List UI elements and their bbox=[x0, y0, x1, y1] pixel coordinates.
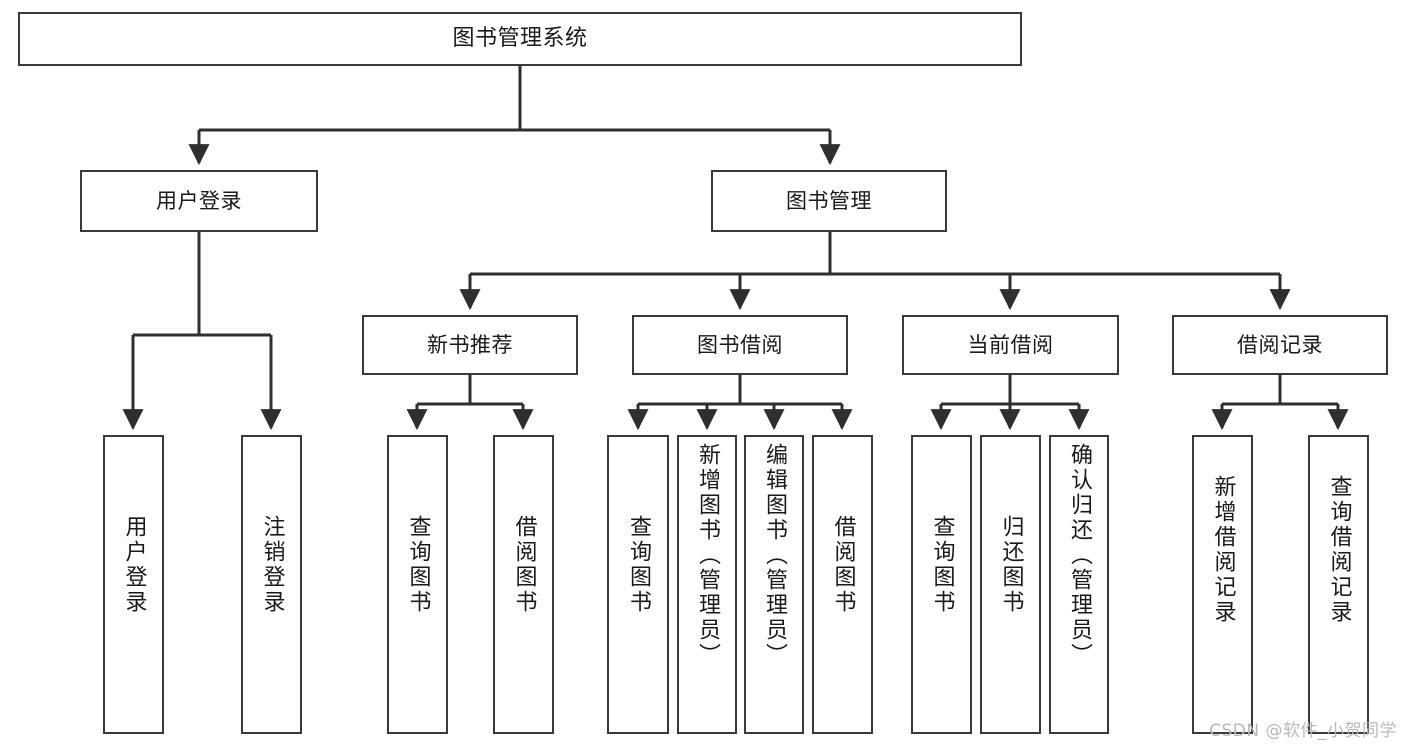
node-book-borrow[interactable]: 图书借阅 bbox=[632, 315, 848, 375]
leaf-return-book[interactable]: 归还图书 bbox=[980, 435, 1041, 734]
leaf-edit-book[interactable]: 编辑图书（管理员） bbox=[744, 435, 804, 734]
leaf-borrow-book-2-label: 借阅图书 bbox=[830, 515, 856, 615]
node-root-label: 图书管理系统 bbox=[452, 26, 588, 52]
leaf-borrow-book-2[interactable]: 借阅图书 bbox=[812, 435, 873, 734]
leaf-query-record-label: 查询借阅记录 bbox=[1326, 475, 1352, 625]
leaf-confirm-return-label: 确认归还（管理员） bbox=[1067, 443, 1092, 668]
leaf-query-book-2-label: 查询图书 bbox=[626, 515, 651, 615]
leaf-user-login[interactable]: 用户登录 bbox=[103, 435, 164, 734]
leaf-query-book-3-label: 查询图书 bbox=[929, 515, 955, 615]
node-current-borrow-label: 当前借阅 bbox=[967, 332, 1054, 357]
node-book-management-label: 图书管理 bbox=[786, 188, 872, 213]
node-current-borrow[interactable]: 当前借阅 bbox=[902, 315, 1119, 375]
leaf-add-book-label: 新增图书（管理员） bbox=[695, 443, 720, 668]
leaf-logout-login-label: 注销登录 bbox=[259, 515, 285, 615]
leaf-query-book-3[interactable]: 查询图书 bbox=[911, 435, 972, 734]
leaf-query-record[interactable]: 查询借阅记录 bbox=[1308, 435, 1369, 734]
node-user-login[interactable]: 用户登录 bbox=[80, 170, 318, 232]
leaf-add-book[interactable]: 新增图书（管理员） bbox=[677, 435, 737, 734]
leaf-logout-login[interactable]: 注销登录 bbox=[241, 435, 302, 734]
leaf-edit-book-label: 编辑图书（管理员） bbox=[762, 443, 787, 668]
node-borrow-record[interactable]: 借阅记录 bbox=[1172, 315, 1388, 375]
leaf-borrow-book-1-label: 借阅图书 bbox=[511, 515, 537, 615]
node-book-management[interactable]: 图书管理 bbox=[711, 170, 947, 232]
leaf-confirm-return[interactable]: 确认归还（管理员） bbox=[1049, 435, 1109, 734]
leaf-return-book-label: 归还图书 bbox=[998, 515, 1024, 615]
node-user-login-label: 用户登录 bbox=[156, 188, 242, 213]
node-new-book-recommend-label: 新书推荐 bbox=[427, 332, 513, 357]
leaf-add-record-label: 新增借阅记录 bbox=[1210, 475, 1236, 625]
leaf-borrow-book-1[interactable]: 借阅图书 bbox=[493, 435, 554, 734]
leaf-query-book-2[interactable]: 查询图书 bbox=[607, 435, 669, 734]
leaf-query-book-1[interactable]: 查询图书 bbox=[387, 435, 448, 734]
leaf-user-login-label: 用户登录 bbox=[121, 515, 147, 615]
node-root[interactable]: 图书管理系统 bbox=[18, 12, 1022, 66]
node-book-borrow-label: 图书借阅 bbox=[697, 332, 783, 357]
node-borrow-record-label: 借阅记录 bbox=[1237, 332, 1323, 357]
leaf-add-record[interactable]: 新增借阅记录 bbox=[1192, 435, 1253, 734]
node-new-book-recommend[interactable]: 新书推荐 bbox=[362, 315, 578, 375]
leaf-query-book-1-label: 查询图书 bbox=[405, 515, 431, 615]
